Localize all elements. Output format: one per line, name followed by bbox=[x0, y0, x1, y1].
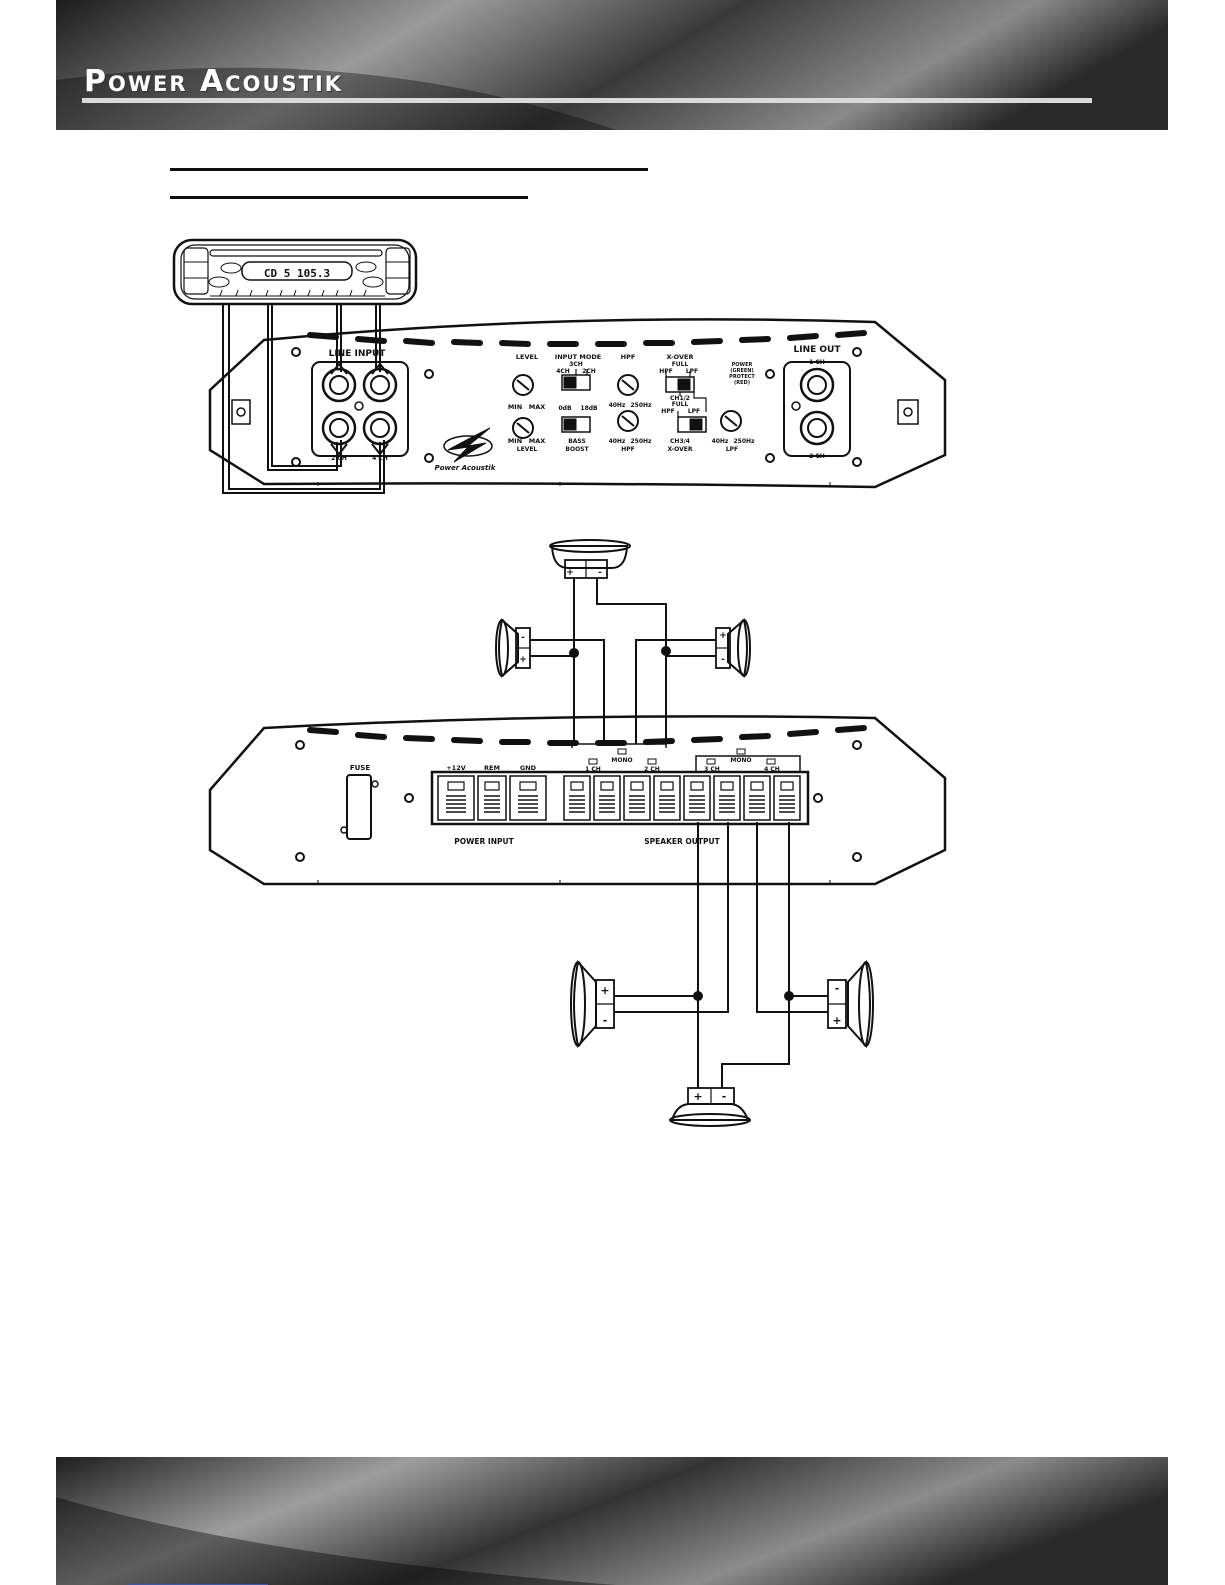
speaker-lower-left bbox=[570, 959, 615, 1049]
polarity-plus: + bbox=[519, 655, 527, 665]
head-unit bbox=[172, 238, 418, 306]
mode-4ch-label: 4CH bbox=[556, 368, 570, 375]
boost-label: BOOST bbox=[565, 446, 589, 453]
polarity-minus: - bbox=[598, 568, 602, 578]
polarity-plus: + bbox=[832, 1014, 841, 1027]
line-out-2ch-label: 2 CH bbox=[809, 453, 825, 460]
rem-label: REM bbox=[484, 764, 500, 772]
hpf-label-top: HPF bbox=[621, 353, 636, 361]
polarity-plus: + bbox=[566, 568, 574, 578]
input-mode-label: INPUT MODE bbox=[555, 353, 601, 361]
polarity-plus: + bbox=[693, 1090, 702, 1103]
xover-label-top: X-OVER bbox=[666, 353, 693, 361]
lower-speaker-wires bbox=[614, 822, 828, 1088]
line-input-2ch-label: 2 CH bbox=[331, 455, 347, 462]
mode-3ch-label: 3CH bbox=[569, 361, 583, 368]
footer-banner bbox=[56, 1457, 1168, 1585]
control-knobs bbox=[512, 374, 742, 439]
min-label-2: MIN bbox=[508, 437, 522, 445]
boost-0db-label: 0dB bbox=[558, 405, 571, 412]
brand-bolt-icon bbox=[443, 427, 493, 463]
line-input-label: LINE INPUT bbox=[329, 349, 387, 359]
lpf-switch-label-2: LPF bbox=[688, 408, 700, 415]
mode-switches bbox=[561, 369, 707, 433]
mode-2ch-label: 2CH bbox=[582, 368, 596, 375]
line-out-1ch-label: 1 CH bbox=[809, 359, 825, 366]
wire-junction bbox=[693, 991, 703, 1001]
gnd-label: GND bbox=[520, 764, 537, 772]
polarity-minus: - bbox=[603, 1014, 608, 1027]
freq-250-label-1: 250Hz bbox=[630, 402, 652, 409]
ch2-label: 2 CH bbox=[644, 766, 660, 773]
freq-250-label-2: 250Hz bbox=[630, 438, 652, 445]
title-underline-1 bbox=[170, 168, 648, 171]
amp-top-chassis bbox=[208, 318, 947, 489]
speaker-bottom-center bbox=[669, 1087, 751, 1127]
wiring-diagram: CD 5 105.3 bbox=[172, 238, 947, 1127]
plus12v-label: +12V bbox=[446, 764, 466, 772]
hpf-switch-label-1: HPF bbox=[659, 368, 673, 375]
speaker-top-center bbox=[549, 539, 631, 579]
bass-label: BASS bbox=[568, 438, 586, 445]
min-label-1: MIN bbox=[508, 403, 522, 411]
footer-gradient bbox=[56, 1457, 1168, 1585]
speaker-upper-right bbox=[715, 618, 751, 678]
ch12-label: CH1/2 bbox=[670, 395, 690, 402]
speaker-upper-left bbox=[495, 618, 531, 678]
fuse-label: FUSE bbox=[350, 764, 371, 772]
level-label-bottom: LEVEL bbox=[517, 446, 538, 453]
wire-junction bbox=[784, 991, 794, 1001]
level-label-top: LEVEL bbox=[516, 353, 538, 361]
hpf-switch-label-2: HPF bbox=[661, 408, 675, 415]
header-rule bbox=[82, 98, 1092, 103]
ch3-label: 3 CH bbox=[704, 766, 720, 773]
mono-label-1: MONO bbox=[611, 757, 632, 764]
polarity-minus: - bbox=[722, 1090, 727, 1103]
power-led-color: (GREEN) bbox=[730, 368, 754, 374]
max-label-1: MAX bbox=[529, 403, 546, 411]
ch34-label: CH3/4 bbox=[670, 438, 690, 445]
max-label-2: MAX bbox=[529, 437, 546, 445]
upper-speaker-wires bbox=[530, 578, 716, 744]
line-input-4ch-label: 4 CH bbox=[372, 455, 388, 462]
lpf-switch-label-1: LPF bbox=[686, 368, 698, 375]
boost-18db-label: 18dB bbox=[580, 405, 598, 412]
wire-junction bbox=[569, 648, 579, 658]
polarity-minus: - bbox=[835, 982, 840, 995]
ch1-label: 1 CH bbox=[585, 766, 601, 773]
ch4-label: 4 CH bbox=[764, 766, 780, 773]
terminal-block bbox=[430, 743, 810, 826]
line-out-label: LINE OUT bbox=[794, 345, 842, 355]
wire-junction bbox=[661, 646, 671, 656]
hpf-label-bottom: HPF bbox=[621, 446, 635, 453]
amp-logo-text: Power Acoustik bbox=[435, 464, 497, 472]
full-label-2: FULL bbox=[672, 401, 689, 408]
lpf-label-bottom: LPF bbox=[726, 446, 738, 453]
freq-40-label-2: 40Hz bbox=[609, 438, 626, 445]
polarity-minus: - bbox=[521, 633, 525, 643]
polarity-plus: + bbox=[719, 631, 727, 641]
xover-label-bottom: X-OVER bbox=[668, 446, 693, 453]
protect-led-label: PROTECT bbox=[729, 374, 755, 380]
amp-bottom-chassis bbox=[208, 715, 947, 886]
full-label-1: FULL bbox=[672, 361, 689, 368]
speaker-output-label: SPEAKER OUTPUT bbox=[644, 837, 720, 846]
brand-logo: Power Acoustik bbox=[84, 64, 344, 99]
power-led-label: POWER bbox=[732, 362, 753, 368]
freq-40-label-1: 40Hz bbox=[609, 402, 626, 409]
polarity-plus: + bbox=[600, 984, 609, 997]
title-underline-2 bbox=[170, 196, 528, 199]
freq-40-label-3: 40Hz bbox=[712, 438, 729, 445]
line-out-jacks bbox=[783, 361, 851, 457]
speaker-lower-right bbox=[827, 959, 874, 1049]
power-input-label: POWER INPUT bbox=[454, 837, 514, 846]
head-unit-display: CD 5 105.3 bbox=[264, 267, 330, 280]
freq-250-label-3: 250Hz bbox=[733, 438, 755, 445]
line-input-jacks bbox=[311, 361, 409, 457]
polarity-minus: - bbox=[721, 655, 725, 665]
mono-label-2: MONO bbox=[730, 757, 751, 764]
protect-led-color: (RED) bbox=[734, 380, 750, 386]
